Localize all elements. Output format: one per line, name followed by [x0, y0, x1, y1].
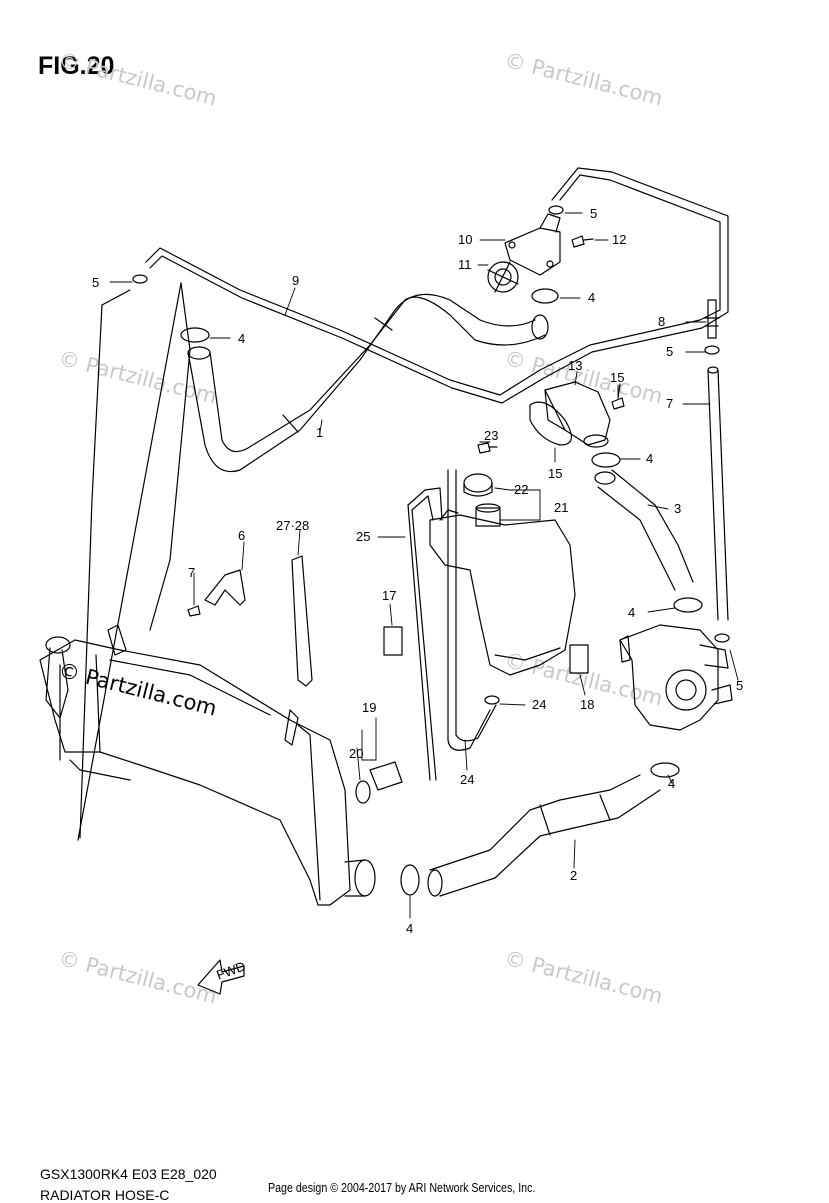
thermostat-cover-11 [504, 213, 561, 276]
callout-5: 5 [92, 275, 99, 290]
outlet-14 [544, 381, 611, 448]
gasket-15 [529, 401, 572, 446]
callout-10: 8 [658, 314, 665, 329]
callout-labels: 5 4 9 1 5 10 12 11 4 8 5 13 15 7 23 4 15… [92, 206, 743, 983]
callout-4: 4 [646, 451, 653, 466]
callout-26: 25 [356, 529, 370, 544]
clamp-25 [484, 695, 500, 705]
hose-8 [707, 366, 729, 621]
callout-20: 20 [349, 746, 363, 761]
reservoir-tank [429, 503, 576, 676]
callout-18: 18 [580, 697, 594, 712]
callout-5: 5 [736, 678, 743, 693]
thermostat-12 [487, 261, 519, 293]
clamp-4 [180, 288, 703, 896]
callout-4: 4 [628, 605, 635, 620]
callout-24: 24 [460, 772, 474, 787]
hose-3 [594, 469, 694, 591]
bolts [187, 235, 625, 617]
callout-1: 1 [316, 425, 323, 440]
label-17 [383, 626, 403, 656]
callout-14: 13 [568, 358, 582, 373]
callout-4: 4 [406, 921, 413, 936]
leader-lines [109, 212, 739, 919]
callout-25: 24 [532, 697, 546, 712]
callout-15: 15 [548, 466, 562, 481]
fwd-arrow [197, 959, 245, 995]
clamp-5 [132, 205, 730, 643]
callout-8: 7 [666, 396, 673, 411]
callout-17: 17 [382, 588, 396, 603]
callout-4: 4 [238, 331, 245, 346]
callout-4: 4 [668, 776, 675, 791]
band-27 [291, 555, 313, 687]
figure-title: FIG.20 [38, 52, 115, 80]
callout-5: 5 [590, 206, 597, 221]
diagram-name: RADIATOR HOSE-C [40, 1187, 170, 1203]
callout-12: 11 [458, 257, 472, 272]
callout-21: 21 [554, 500, 568, 515]
callout-11: 10 [458, 232, 472, 247]
callout-19: 19 [362, 700, 376, 715]
hose-26 [407, 487, 443, 781]
switch-19 [355, 761, 403, 804]
hose-24 [447, 469, 497, 751]
callout-3: 3 [674, 501, 681, 516]
callout-4: 4 [588, 290, 595, 305]
callout-23: 23 [484, 428, 498, 443]
callout-16: 15 [610, 370, 624, 385]
frame-lines [77, 282, 191, 841]
callout-22: 22 [514, 482, 528, 497]
label-18 [569, 644, 589, 674]
hose-9 [145, 167, 729, 404]
cap-22 [463, 473, 493, 497]
callout-2: 2 [570, 868, 577, 883]
callout-9: 9 [292, 273, 299, 288]
callout-27-28: 27·28 [276, 518, 309, 533]
hose-2 [427, 774, 661, 897]
callout-13: 12 [612, 232, 626, 247]
hose-1 [187, 293, 549, 473]
water-pump [619, 624, 733, 731]
stay-6 [204, 569, 246, 606]
callout-6: 6 [238, 528, 245, 543]
callout-5: 5 [666, 344, 673, 359]
model-code: GSX1300RK4 E03 E28_020 [40, 1166, 217, 1182]
fitting-10 [704, 299, 720, 339]
callout-7: 7 [188, 565, 195, 580]
copyright-credit: Page design © 2004-2017 by ARI Network S… [268, 1180, 536, 1195]
